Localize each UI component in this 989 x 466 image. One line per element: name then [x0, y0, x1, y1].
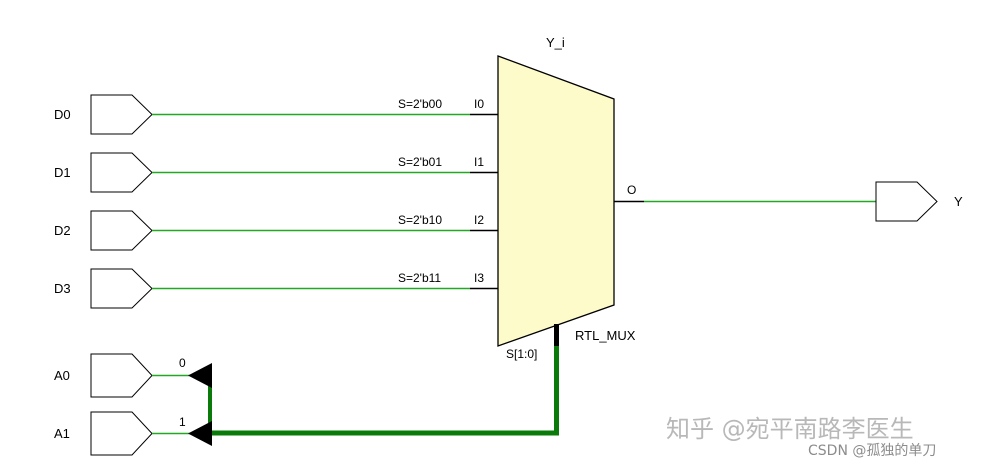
- watermark-zhihu: 知乎 @宛平南路李医生: [666, 415, 914, 443]
- select-condition-i0: S=2'b00: [398, 97, 442, 111]
- pin-label-i1: I1: [474, 155, 484, 169]
- mux-body[interactable]: [497, 55, 615, 347]
- bus-ripper-bit1: [188, 421, 212, 446]
- input-port-d3[interactable]: D3: [54, 268, 153, 309]
- port-label-d2: D2: [54, 223, 71, 238]
- port-label-a1: A1: [54, 426, 70, 441]
- bit-index-1: 1: [179, 415, 186, 429]
- port-label-y: Y: [954, 194, 963, 209]
- pin-label-o: O: [627, 183, 636, 197]
- select-condition-i2: S=2'b10: [398, 213, 442, 227]
- input-port-d1[interactable]: D1: [54, 152, 153, 193]
- bus-ripper-bit0: [188, 363, 212, 388]
- output-port-y[interactable]: Y: [875, 181, 963, 222]
- input-port-a0[interactable]: A0: [54, 353, 153, 398]
- port-label-a0: A0: [54, 368, 70, 383]
- port-label-d3: D3: [54, 281, 71, 296]
- bit-index-0: 0: [179, 356, 186, 370]
- select-bus[interactable]: [210, 346, 559, 436]
- pin-label-i0: I0: [474, 97, 484, 111]
- pin-label-i2: I2: [474, 213, 484, 227]
- port-label-d0: D0: [54, 107, 71, 122]
- port-label-d1: D1: [54, 165, 71, 180]
- pin-label-i3: I3: [474, 271, 484, 285]
- select-condition-i3: S=2'b11: [398, 271, 441, 285]
- input-port-d2[interactable]: D2: [54, 210, 153, 251]
- pin-label-s: S[1:0]: [506, 347, 537, 361]
- select-condition-i1: S=2'b01: [398, 155, 442, 169]
- watermark-csdn: CSDN @孤独的单刀: [808, 443, 936, 459]
- input-port-d0[interactable]: D0: [54, 94, 153, 135]
- input-port-a1[interactable]: A1: [54, 411, 153, 456]
- mux-instance-name: Y_i: [546, 35, 565, 50]
- mux-type-label: RTL_MUX: [575, 328, 636, 343]
